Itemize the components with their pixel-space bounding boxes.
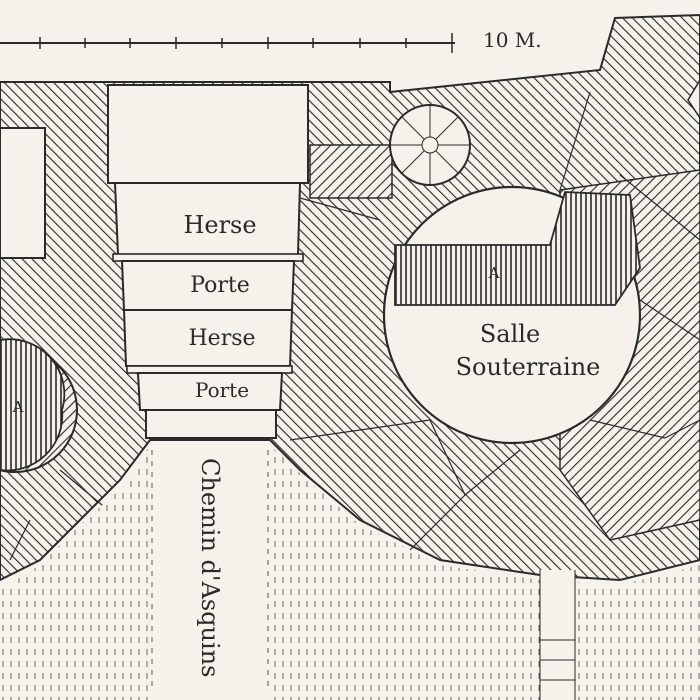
road-label: Chemin d'Asquins [196,458,224,677]
room-hatched-band [394,191,641,306]
label-herse-2: Herse [188,326,255,351]
inner-corridor [309,144,393,199]
label-room-line2: Souterraine [456,353,601,381]
right-ditch-channel [540,570,575,700]
right-notch [687,78,700,120]
passage-upper [107,84,309,184]
left-tower-chamber [0,338,66,472]
marker-a-room: A [488,264,500,282]
road-edge-marks [151,450,269,690]
label-herse-1: Herse [183,211,256,239]
scale-bar: 10 M. [0,28,542,53]
label-porte-1: Porte [190,273,250,298]
ditch-slope-right [270,445,700,700]
vault-lines [289,91,700,551]
label-room-line1: Salle [480,320,540,348]
portcullis-slot-1 [112,253,304,262]
passage-threshold [145,409,277,439]
passage-porte-2 [136,372,284,411]
road [160,445,262,700]
marker-a-tower: A [12,398,24,416]
scale-bar-label: 10 M. [483,28,542,52]
channel-steps [539,570,576,700]
label-porte-2: Porte [195,378,249,402]
spiral-stair-steps [390,105,470,185]
portcullis-slot-2 [126,365,293,374]
scale-bar-ticks [39,33,453,53]
left-chamber [0,127,46,259]
ditch-slope [0,445,150,700]
